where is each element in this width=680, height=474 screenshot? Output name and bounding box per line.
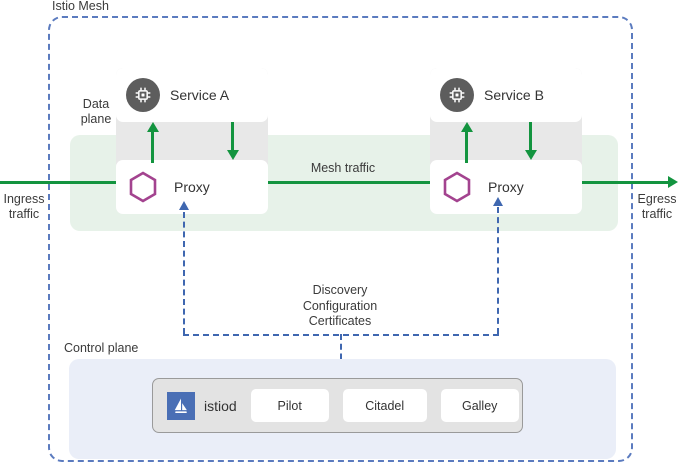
istiod-brand: istiod bbox=[167, 391, 237, 420]
proxy-b-to-service-b-line bbox=[465, 131, 468, 163]
istiod-container: istiod Pilot Citadel Galley bbox=[152, 378, 523, 433]
control-bus-to-istiod-line bbox=[340, 334, 342, 379]
hexagon-icon bbox=[129, 171, 157, 203]
istiod-component-galley[interactable]: Galley bbox=[440, 389, 519, 422]
proxy-a-label: Proxy bbox=[174, 179, 210, 195]
istiod-to-proxy-a-line bbox=[183, 212, 185, 334]
control-bus-label-line1: Discovery bbox=[312, 283, 368, 297]
istiod-label: istiod bbox=[204, 397, 237, 414]
proxy-a-to-service-a-arrowhead-icon bbox=[147, 122, 159, 132]
data-plane-label: Data plane bbox=[63, 97, 129, 127]
istio-sailboat-logo-icon bbox=[167, 391, 195, 420]
ingress-traffic-line1: Ingress bbox=[3, 192, 45, 206]
cpu-chip-icon bbox=[126, 78, 160, 112]
istiod-to-proxy-a-arrowhead-icon bbox=[179, 201, 189, 210]
istiod-component-pilot[interactable]: Pilot bbox=[250, 389, 329, 422]
control-plane-label: Control plane bbox=[64, 341, 139, 355]
ingress-traffic-label: Ingress traffic bbox=[0, 192, 48, 222]
control-bus-label-line2: Configuration bbox=[302, 298, 378, 313]
istiod-component-citadel[interactable]: Citadel bbox=[342, 389, 427, 422]
data-plane-label-line2: plane bbox=[80, 112, 112, 126]
cpu-chip-icon bbox=[440, 78, 474, 112]
proxy-a-card: Proxy bbox=[116, 160, 268, 214]
service-a-to-proxy-a-line bbox=[231, 122, 234, 152]
proxy-b-to-service-b-arrowhead-icon bbox=[461, 122, 473, 132]
service-a-to-proxy-a-arrowhead-icon bbox=[227, 150, 239, 160]
service-a-label: Service A bbox=[170, 87, 230, 103]
service-b-to-proxy-b-line bbox=[529, 122, 532, 152]
pod-service-a: Service A Proxy bbox=[116, 68, 268, 214]
egress-traffic-line2: traffic bbox=[641, 207, 673, 221]
service-b-label: Service B bbox=[484, 87, 544, 103]
control-bus-label: Discovery Configuration Certificates bbox=[250, 283, 430, 330]
service-b-card: Service B bbox=[430, 68, 582, 122]
egress-traffic-label: Egress traffic bbox=[634, 192, 680, 222]
egress-traffic-line bbox=[582, 181, 670, 184]
proxy-b-card: Proxy bbox=[430, 160, 582, 214]
mesh-traffic-label: Mesh traffic bbox=[310, 161, 376, 175]
hexagon-icon bbox=[443, 171, 471, 203]
data-plane-label-line1: Data bbox=[82, 97, 110, 111]
istio-mesh-boundary bbox=[48, 16, 633, 462]
ingress-traffic-line2: traffic bbox=[8, 207, 40, 221]
service-b-to-proxy-b-arrowhead-icon bbox=[525, 150, 537, 160]
egress-arrowhead-icon bbox=[668, 176, 678, 188]
istio-mesh-title: Istio Mesh bbox=[48, 0, 113, 14]
proxy-a-to-service-a-line bbox=[151, 131, 154, 163]
service-a-card: Service A bbox=[116, 68, 268, 122]
control-bus-label-line3: Certificates bbox=[308, 314, 372, 328]
proxy-b-label: Proxy bbox=[488, 179, 524, 195]
ingress-traffic-line bbox=[0, 181, 128, 184]
istiod-to-proxy-b-line bbox=[497, 207, 499, 334]
egress-traffic-line1: Egress bbox=[637, 192, 677, 206]
mesh-traffic-line bbox=[268, 181, 442, 184]
istiod-to-proxy-b-arrowhead-icon bbox=[493, 197, 503, 206]
pod-service-b: Service B Proxy bbox=[430, 68, 582, 214]
